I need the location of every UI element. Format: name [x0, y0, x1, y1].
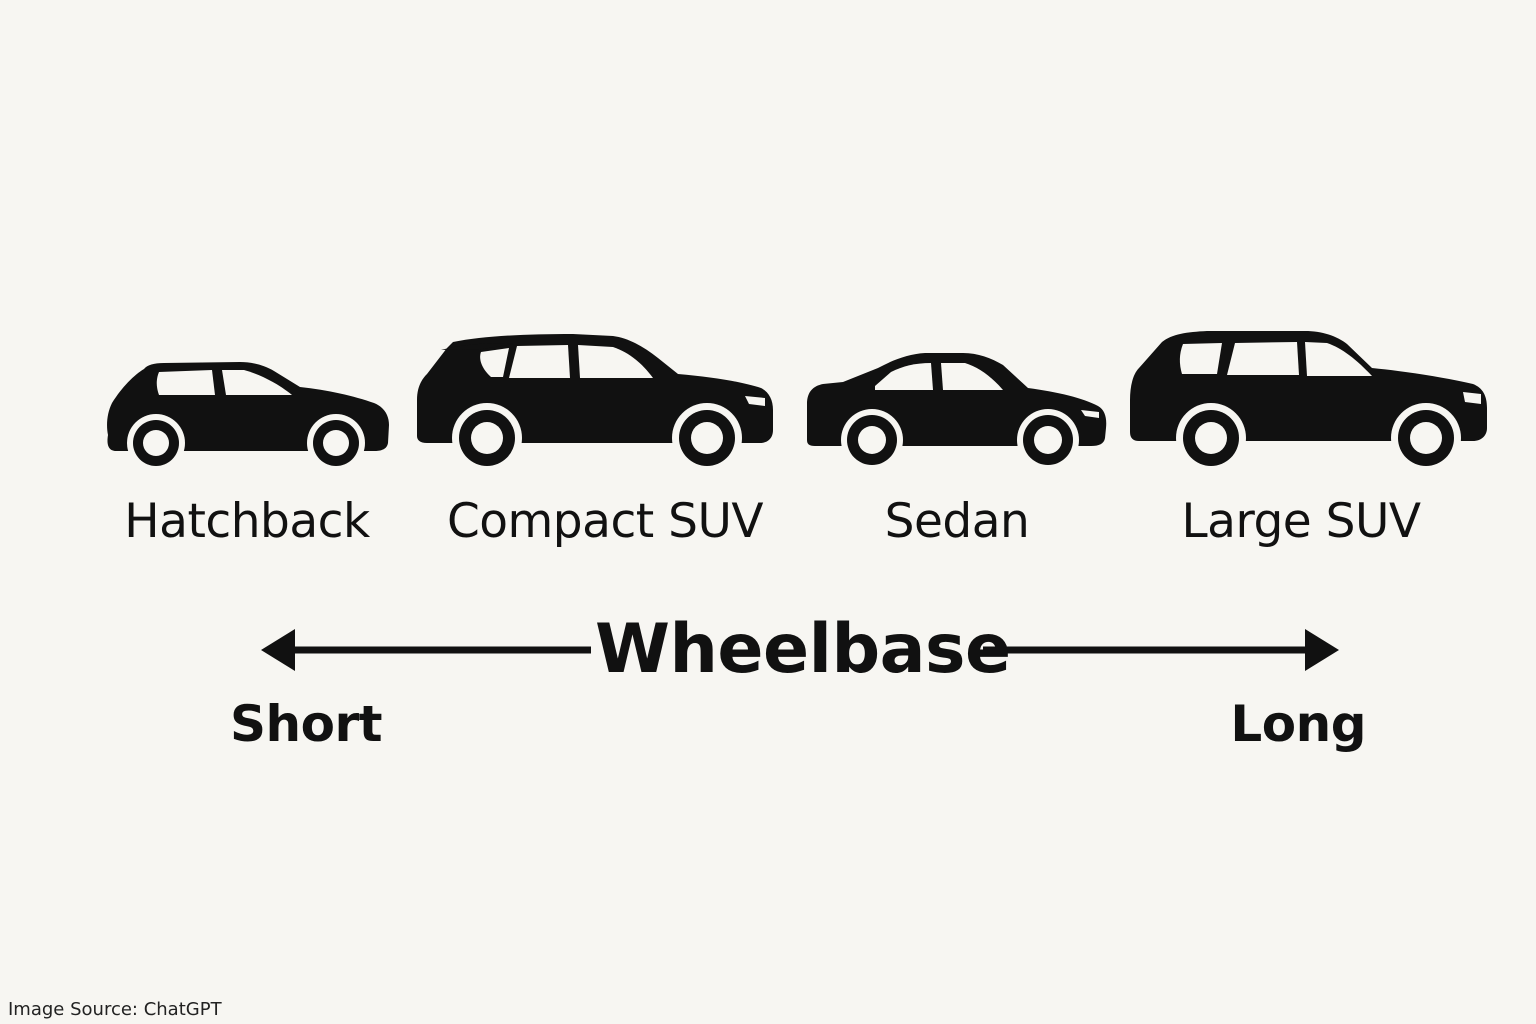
hatchback-label: Hatchback: [124, 494, 370, 549]
sedan-car-icon: [807, 353, 1107, 470]
hatchback-car-icon: [107, 362, 390, 470]
double-headed-arrow-icon: [261, 629, 1339, 671]
sedan-label: Sedan: [884, 494, 1030, 549]
large-suv-car-icon: [1130, 331, 1487, 472]
compact-suv-car-icon: [417, 334, 773, 472]
large-suv-label: Large SUV: [1181, 494, 1421, 549]
arrow-left-head: [261, 629, 295, 671]
long-label: Long: [1230, 695, 1366, 753]
short-label: Short: [230, 695, 383, 753]
image-source-note: Image Source: ChatGPT: [8, 999, 222, 1020]
axis-title: Wheelbase: [595, 610, 1011, 689]
compact-suv-label: Compact SUV: [446, 494, 764, 549]
arrow-right-head: [1305, 629, 1339, 671]
